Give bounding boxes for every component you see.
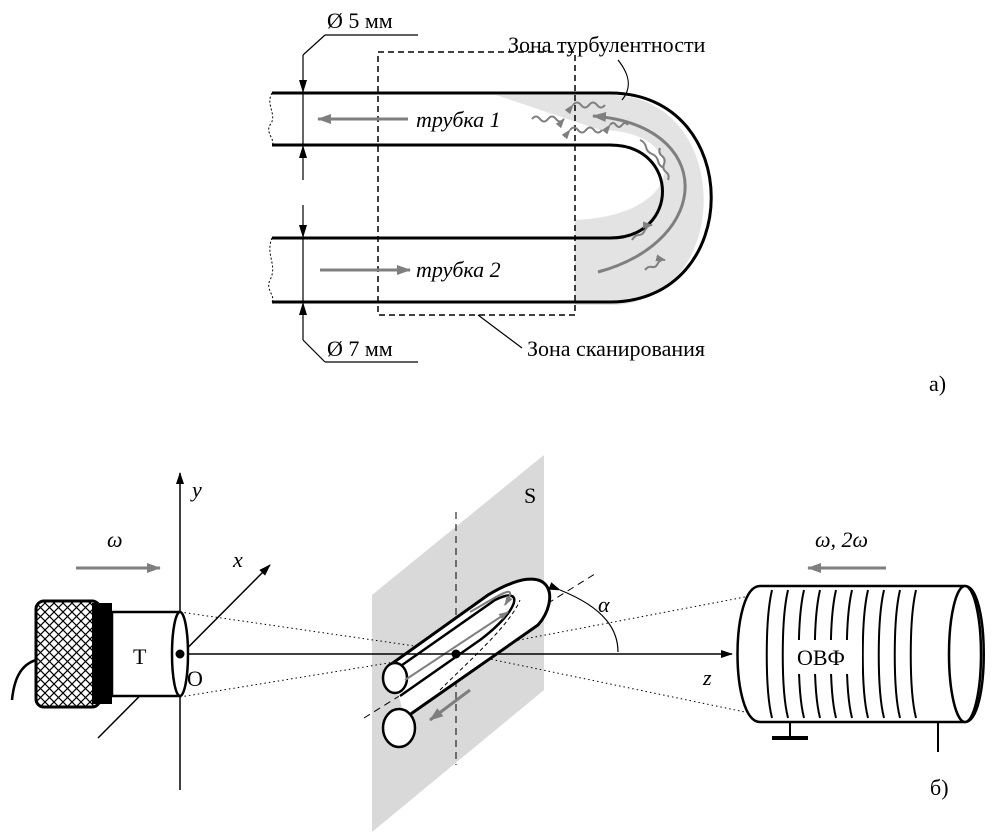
u-tube-3d xyxy=(381,577,552,749)
panel-b-label: б) xyxy=(930,775,949,800)
receiver: ОВФ xyxy=(736,584,985,752)
tube-2 xyxy=(268,236,610,304)
tube-1 xyxy=(268,91,610,147)
transducer: Т xyxy=(10,599,190,709)
omega-right-label: ω, 2ω xyxy=(815,527,868,552)
z-axis-label: z xyxy=(702,665,712,690)
angle-arc xyxy=(548,582,619,653)
panel-a-label: а) xyxy=(929,371,946,396)
plane-label: S xyxy=(524,483,536,508)
turbulence-squiggles xyxy=(531,101,670,271)
receiver-label: ОВФ xyxy=(797,645,845,670)
angle-label: α xyxy=(598,592,610,617)
scan-leader xyxy=(477,314,523,349)
beam-cone xyxy=(179,596,746,713)
turbulence-label: Зона турбулентности xyxy=(508,32,706,57)
x-axis-label: x xyxy=(232,547,243,572)
origin-point xyxy=(175,649,185,659)
origin-label: O xyxy=(187,666,203,691)
part-b-diagram: S y x z xyxy=(10,455,985,832)
tube-2-label: трубка 2 xyxy=(416,257,501,282)
dimension-top-label: Ø 5 мм xyxy=(327,8,393,33)
scan-label: Зона сканирования xyxy=(527,336,705,361)
scan-center-point xyxy=(451,649,461,659)
dimension-bottom: Ø 7 мм xyxy=(299,205,418,363)
turbulence-leader xyxy=(617,59,629,101)
omega-left-label: ω xyxy=(107,527,123,552)
transducer-label: Т xyxy=(133,644,147,669)
u-bend-inner xyxy=(609,143,664,240)
y-axis-label: y xyxy=(190,477,202,502)
tube-1-label: трубка 1 xyxy=(416,107,501,132)
dimension-bottom-label: Ø 7 мм xyxy=(327,336,393,361)
turbulence-zone xyxy=(496,95,704,305)
dimension-top: Ø 5 мм xyxy=(299,8,418,180)
part-a-diagram: Ø 5 мм Ø 7 мм Зона турбулентности Зона с… xyxy=(268,8,946,396)
u-bend-outer xyxy=(609,91,713,304)
flow-arrow-bend xyxy=(592,111,687,274)
